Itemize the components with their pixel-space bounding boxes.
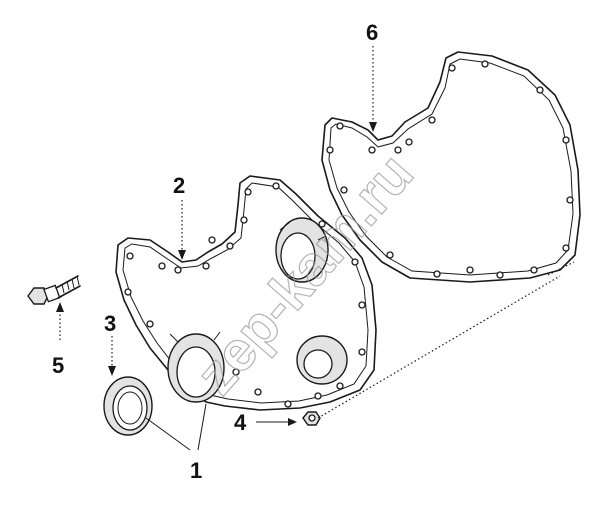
callout-1: 1: [190, 458, 202, 483]
arrow-2: [178, 250, 186, 260]
oil-seal-part-3: [103, 376, 153, 436]
callout-4: 4: [234, 410, 247, 435]
timing-cover-part-2: [115, 175, 377, 411]
gasket-6-bolt-holes: [326, 60, 574, 279]
gasket-part-6: [321, 51, 581, 283]
callout-3: 3: [104, 311, 116, 336]
leader-lines-1: [145, 403, 207, 451]
cover-upper-boss: [275, 217, 329, 283]
cover-lower-boss: [296, 335, 348, 385]
callout-2: 2: [173, 173, 185, 198]
arrow-3: [108, 366, 116, 376]
alignment-lines: [317, 261, 575, 419]
bolt-part-5: [27, 275, 81, 305]
arrow-4: [288, 418, 297, 426]
leader-arrows: [56, 46, 377, 426]
cover-seal-opening: [167, 331, 225, 403]
callout-5: 5: [52, 353, 64, 378]
arrow-6: [369, 122, 377, 132]
nut-part-4: [302, 411, 321, 426]
callout-6: 6: [366, 20, 378, 45]
cover-2-bolt-holes: [124, 182, 366, 408]
arrow-5: [56, 302, 64, 312]
